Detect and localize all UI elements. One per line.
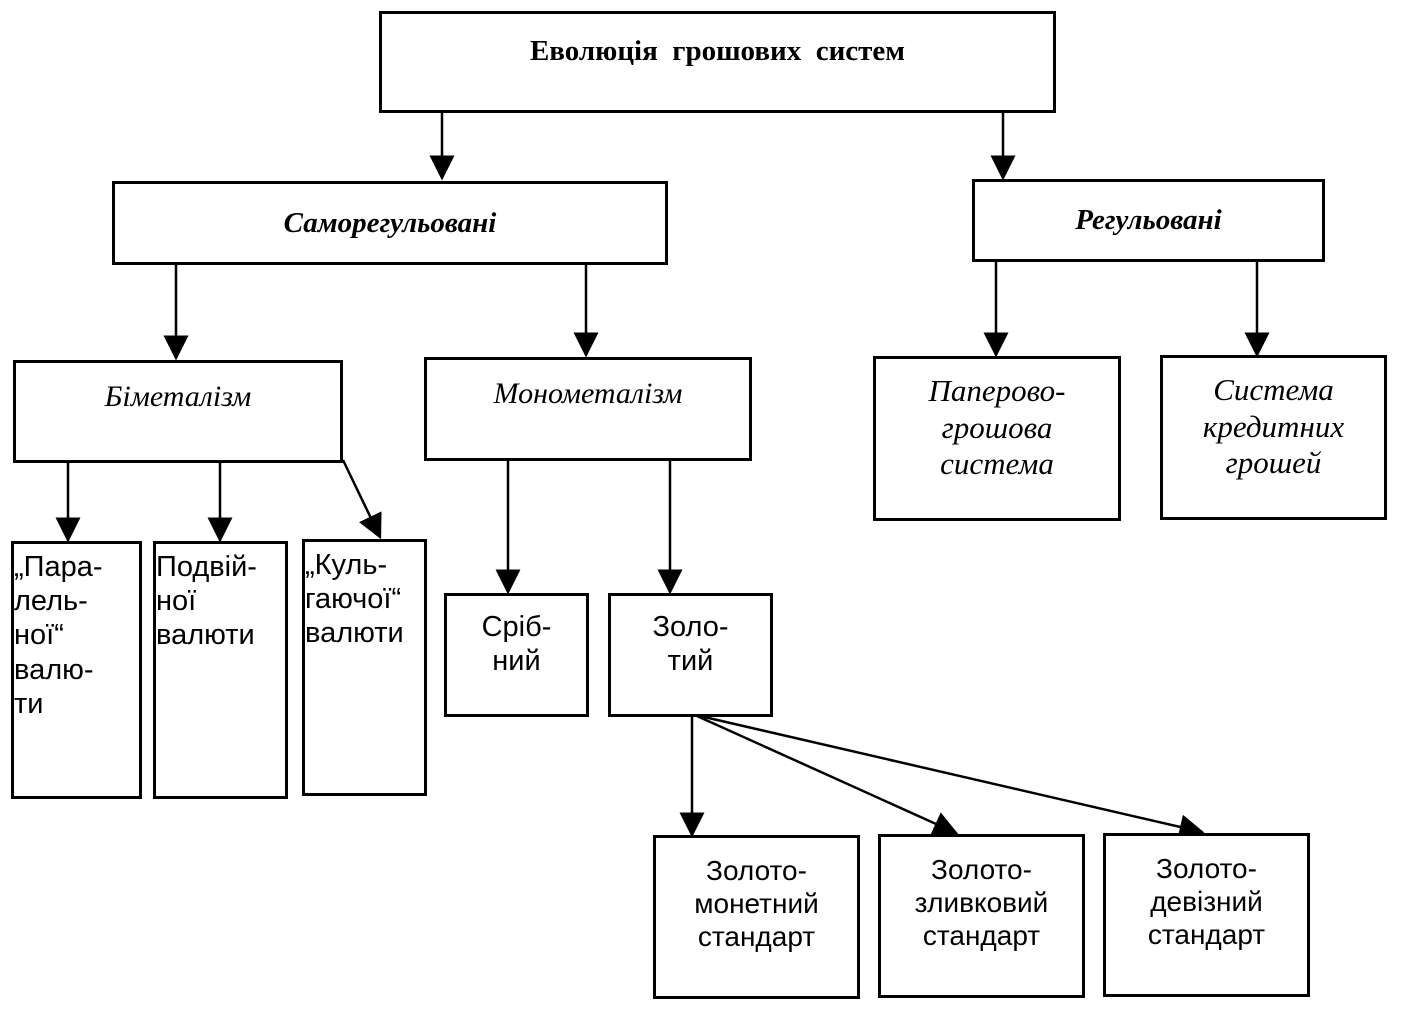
bullion-line-2: зливковий: [914, 887, 1049, 919]
bullion-line-3: стандарт: [922, 920, 1041, 952]
bullion-line-1: Золото-: [931, 854, 1032, 885]
exchange-line-2: девізний: [1150, 886, 1263, 918]
gold-line-2: тий: [667, 645, 714, 678]
double-line-2: ної: [156, 585, 197, 618]
silver-line-2: ний: [492, 645, 541, 678]
paper-money-box: Паперово- грошова система: [873, 356, 1121, 521]
regulated-label: Регульовані: [1075, 204, 1222, 237]
gold-line-1: Золо-: [652, 611, 729, 643]
parallel-line-5: ти: [14, 687, 44, 720]
paper-money-line-1: Паперово-: [928, 373, 1066, 408]
self-regulated-box: Саморегульовані: [112, 181, 668, 265]
silver-line-1: Сріб-: [481, 611, 552, 643]
limping-currency-box: „Куль- гаючої“ валюти: [302, 539, 427, 796]
gold-exchange-standard-box: Золото- девізний стандарт: [1103, 833, 1310, 997]
credit-money-line-3: грошей: [1225, 445, 1322, 481]
arrow-gold-to-bullion-standard: [696, 714, 959, 836]
limping-line-3: валюти: [305, 617, 404, 650]
limping-line-1: „Куль-: [305, 549, 388, 581]
exchange-line-3: стандарт: [1147, 919, 1266, 951]
self-regulated-label: Саморегульовані: [283, 206, 497, 239]
arrow-gold-to-exchange-standard: [699, 714, 1205, 840]
root-box: Еволюція грошових систем: [379, 11, 1056, 113]
double-line-3: валюти: [156, 619, 255, 652]
double-currency-box: Подвій- ної валюти: [153, 541, 288, 799]
parallel-line-3: ної“: [14, 619, 64, 652]
bimetallism-box: Біметалізм: [13, 360, 343, 463]
monometallism-label: Монометалізм: [493, 377, 683, 410]
paper-money-line-3: система: [940, 446, 1054, 482]
paper-money-line-2: грошова: [941, 409, 1053, 445]
coin-line-2: монетний: [694, 888, 819, 920]
limping-line-2: гаючої“: [305, 583, 402, 616]
coin-line-1: Золото-: [706, 855, 807, 886]
gold-bullion-standard-box: Золото- зливковий стандарт: [878, 834, 1085, 998]
parallel-line-4: валю-: [14, 653, 94, 686]
arrow-bimetallism-to-limping: [341, 459, 382, 540]
gold-coin-standard-box: Золото- монетний стандарт: [653, 835, 860, 999]
parallel-line-1: „Пара-: [14, 551, 103, 583]
coin-line-3: стандарт: [697, 921, 816, 953]
credit-money-line-2: кредитних: [1202, 408, 1345, 444]
root-title: Еволюція грошових систем: [529, 35, 906, 67]
parallel-line-2: лель-: [14, 585, 88, 618]
double-line-1: Подвій-: [156, 551, 257, 583]
credit-money-box: Система кредитних грошей: [1160, 355, 1387, 520]
silver-box: Сріб- ний: [444, 593, 589, 717]
gold-box: Золо- тий: [608, 593, 773, 717]
exchange-line-1: Золото-: [1156, 853, 1257, 884]
credit-money-line-1: Система: [1213, 372, 1334, 407]
bimetallism-label: Біметалізм: [104, 380, 252, 413]
parallel-currency-box: „Пара- лель- ної“ валю- ти: [11, 541, 142, 799]
monometallism-box: Монометалізм: [424, 357, 752, 461]
regulated-box: Регульовані: [972, 179, 1325, 262]
